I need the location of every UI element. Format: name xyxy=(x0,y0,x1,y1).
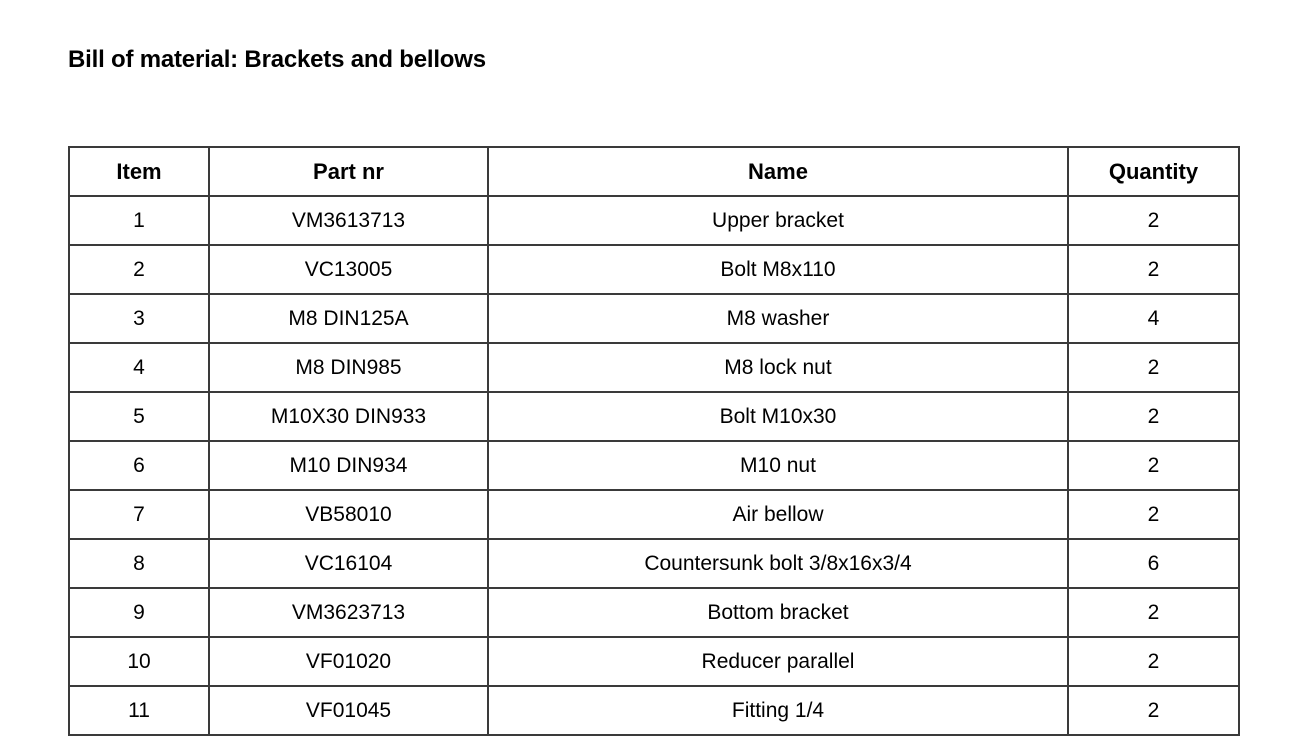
cell-part_nr: M8 DIN985 xyxy=(208,342,489,393)
cell-name: Bolt M8x110 xyxy=(487,244,1069,295)
cell-item: 9 xyxy=(68,587,210,638)
cell-quantity: 6 xyxy=(1067,538,1240,589)
cell-item: 5 xyxy=(68,391,210,442)
table-header: Item Part nr Name Quantity xyxy=(68,146,1240,197)
cell-part_nr: VB58010 xyxy=(208,489,489,540)
page-title: Bill of material: Brackets and bellows xyxy=(68,46,486,73)
cell-quantity: 2 xyxy=(1067,587,1240,638)
cell-item: 1 xyxy=(68,195,210,246)
cell-quantity: 2 xyxy=(1067,195,1240,246)
cell-name: M10 nut xyxy=(487,440,1069,491)
cell-part_nr: VC13005 xyxy=(208,244,489,295)
cell-quantity: 2 xyxy=(1067,342,1240,393)
cell-quantity: 4 xyxy=(1067,293,1240,344)
cell-item: 3 xyxy=(68,293,210,344)
cell-part_nr: M10 DIN934 xyxy=(208,440,489,491)
cell-name: Reducer parallel xyxy=(487,636,1069,687)
cell-part_nr: M10X30 DIN933 xyxy=(208,391,489,442)
cell-quantity: 2 xyxy=(1067,636,1240,687)
cell-item: 7 xyxy=(68,489,210,540)
table-header-row: Item Part nr Name Quantity xyxy=(68,146,1240,197)
cell-part_nr: VF01020 xyxy=(208,636,489,687)
column-header-part-nr: Part nr xyxy=(208,146,489,197)
cell-name: Bottom bracket xyxy=(487,587,1069,638)
cell-item: 10 xyxy=(68,636,210,687)
column-header-name: Name xyxy=(487,146,1069,197)
cell-part_nr: VM3623713 xyxy=(208,587,489,638)
cell-name: Countersunk bolt 3/8x16x3/4 xyxy=(487,538,1069,589)
cell-item: 2 xyxy=(68,244,210,295)
cell-part_nr: VM3613713 xyxy=(208,195,489,246)
column-header-quantity: Quantity xyxy=(1067,146,1240,197)
cell-name: Bolt M10x30 xyxy=(487,391,1069,442)
cell-part_nr: VC16104 xyxy=(208,538,489,589)
cell-name: M8 washer xyxy=(487,293,1069,344)
cell-part_nr: M8 DIN125A xyxy=(208,293,489,344)
cell-item: 6 xyxy=(68,440,210,491)
cell-quantity: 2 xyxy=(1067,489,1240,540)
cell-quantity: 2 xyxy=(1067,391,1240,442)
cell-item: 8 xyxy=(68,538,210,589)
cell-name: Air bellow xyxy=(487,489,1069,540)
column-header-item: Item xyxy=(68,146,210,197)
cell-item: 4 xyxy=(68,342,210,393)
cell-quantity: 2 xyxy=(1067,244,1240,295)
cell-quantity: 2 xyxy=(1067,440,1240,491)
cell-name: Upper bracket xyxy=(487,195,1069,246)
cell-name: M8 lock nut xyxy=(487,342,1069,393)
